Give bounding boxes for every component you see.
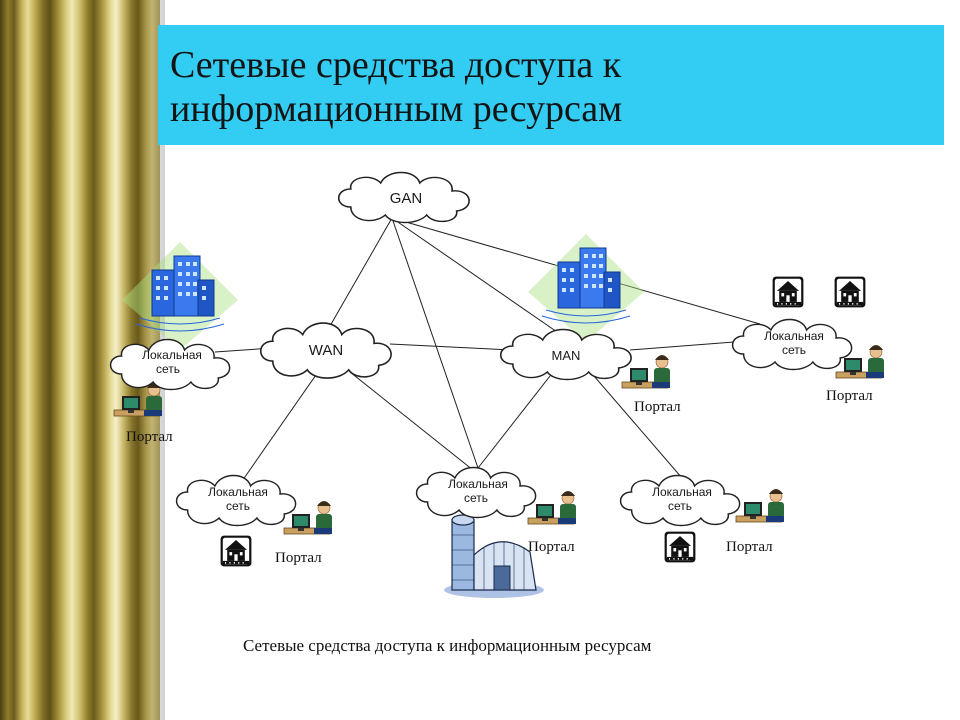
cloud-lan-bottom-center: Локальная сеть bbox=[415, 466, 537, 519]
cloud-lan-left: Локальная сеть bbox=[109, 338, 231, 391]
title-line-2: информационным ресурсам bbox=[170, 88, 623, 130]
lan-left-label-2: сеть bbox=[156, 362, 180, 376]
cloud-gan: GAN bbox=[337, 171, 470, 224]
lan-right-label-2: сеть bbox=[782, 343, 806, 357]
link-wan-man bbox=[389, 343, 513, 351]
portal-label-right: Портал bbox=[826, 388, 873, 404]
cloud-lan-bottom-left: Локальная сеть bbox=[175, 474, 297, 527]
house-icon bbox=[772, 276, 804, 308]
lan-bottom-right-label-1: Локальная bbox=[652, 485, 712, 499]
portal-user-icon bbox=[735, 488, 785, 523]
lan-bottom-right-label-2: сеть bbox=[668, 499, 692, 513]
link-wan-lan-bottom-center bbox=[349, 371, 479, 475]
link-man-lan-bottom-center bbox=[477, 375, 551, 469]
title-line-1: Сетевые средства доступа к bbox=[170, 44, 622, 86]
cloud-wan-label: WAN bbox=[309, 342, 343, 359]
farm-icon bbox=[444, 514, 544, 598]
lan-bottom-left-label-2: сеть bbox=[226, 499, 250, 513]
connection-lines bbox=[214, 217, 761, 485]
cloud-wan: WAN bbox=[259, 322, 392, 379]
title-banner: Сетевые средства доступа к информационны… bbox=[158, 25, 944, 145]
link-man-lan-right bbox=[629, 341, 735, 351]
cloud-man-label: MAN bbox=[552, 348, 581, 363]
link-gan-lan-bottom-center bbox=[391, 217, 479, 469]
lan-bottom-left-label-1: Локальная bbox=[208, 485, 268, 499]
house-icon bbox=[220, 535, 252, 567]
office-building-icon bbox=[121, 241, 239, 351]
portal-label-bottom-right: Портал bbox=[726, 539, 773, 555]
lan-bottom-center-label-1: Локальная bbox=[448, 477, 508, 491]
portal-label-bottom-left: Портал bbox=[275, 550, 322, 566]
link-man-lan-bottom-right bbox=[593, 375, 683, 479]
cloud-lan-bottom-right: Локальная сеть bbox=[619, 474, 741, 527]
lan-bottom-center-label-2: сеть bbox=[464, 491, 488, 505]
cloud-man: MAN bbox=[499, 328, 632, 381]
house-icon bbox=[664, 531, 696, 563]
lan-right-label-1: Локальная bbox=[764, 329, 824, 343]
lan-left-label-1: Локальная bbox=[142, 348, 202, 362]
link-wan-lan-bottom-left bbox=[239, 371, 319, 485]
house-icon bbox=[834, 276, 866, 308]
portal-label-left: Портал bbox=[126, 429, 173, 445]
cloud-gan-label: GAN bbox=[390, 190, 423, 207]
slide-title: Сетевые средства доступа к информационны… bbox=[170, 43, 622, 131]
office-building-icon bbox=[527, 233, 645, 343]
link-gan-wan bbox=[329, 217, 393, 327]
portal-label-bottom-center: Портал bbox=[528, 539, 575, 555]
cloud-lan-right: Локальная сеть bbox=[731, 318, 853, 371]
link-gan-man bbox=[391, 217, 561, 335]
portal-label-man: Портал bbox=[634, 399, 681, 415]
diagram-caption: Сетевые средства доступа к информационны… bbox=[243, 636, 652, 655]
